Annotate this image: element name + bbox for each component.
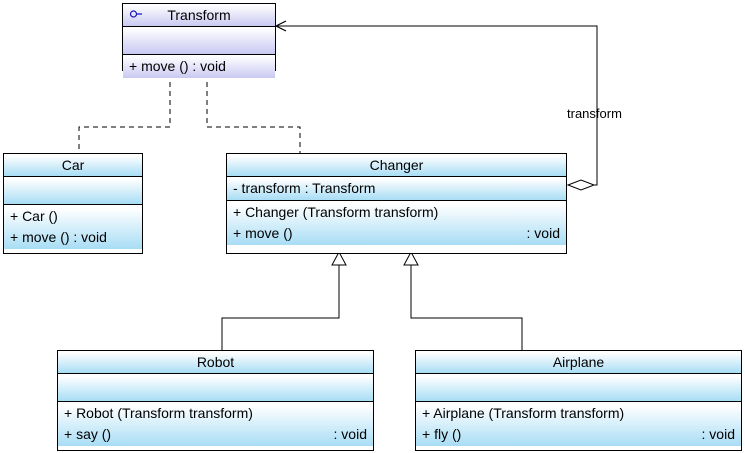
operation-signature: + move ()	[233, 225, 293, 241]
empty-attributes-row	[123, 28, 275, 53]
class-name-car-compartment: Car	[4, 154, 142, 176]
attribute-row[interactable]: - transform : Transform	[227, 178, 566, 199]
attributes-compartment-airplane	[416, 373, 741, 401]
attributes-compartment-changer: - transform : Transform	[227, 176, 566, 200]
attributes-compartment-transform	[123, 26, 275, 54]
operation-signature: + Changer (Transform transform)	[233, 204, 439, 220]
aggregation-changer-to-transform	[274, 20, 598, 191]
class-box-airplane[interactable]: Airplane + Airplane (Transform transform…	[415, 350, 742, 451]
class-name-airplane-compartment: Airplane	[416, 351, 741, 373]
operation-signature: + Car ()	[10, 208, 58, 224]
class-name-airplane: Airplane	[552, 354, 605, 370]
operation-return-type: : void	[526, 225, 560, 241]
operations-compartment-transform: + move () : void	[123, 54, 275, 78]
class-box-car[interactable]: Car + Car () + move () : void	[3, 153, 143, 254]
operation-signature: + Robot (Transform transform)	[64, 405, 253, 421]
operation-signature: + Airplane (Transform transform)	[422, 405, 625, 421]
operations-compartment-changer: + Changer (Transform transform) + move (…	[227, 200, 566, 245]
operation-return-type: : void	[333, 426, 367, 442]
operation-row[interactable]: + move () : void	[227, 223, 566, 244]
operations-compartment-robot: + Robot (Transform transform) + say () :…	[58, 401, 373, 446]
operation-row[interactable]: + fly () : void	[416, 424, 741, 445]
attribute-signature: - transform : Transform	[233, 180, 376, 196]
class-name-robot-compartment: Robot	[58, 351, 373, 373]
operation-signature: + move () : void	[10, 229, 107, 245]
operation-signature: + move () : void	[129, 58, 226, 74]
empty-attributes-row	[4, 178, 142, 203]
class-name-changer-compartment: Changer	[227, 154, 566, 176]
association-label-transform: transform	[567, 106, 622, 121]
operation-row[interactable]: + move () : void	[123, 56, 275, 77]
class-name-changer: Changer	[369, 157, 424, 173]
empty-attributes-row	[58, 375, 373, 400]
class-name-transform: Transform	[167, 7, 231, 23]
operation-signature: + say ()	[64, 426, 112, 442]
attributes-compartment-car	[4, 176, 142, 204]
operations-compartment-car: + Car () + move () : void	[4, 204, 142, 249]
generalization-robot-to-changer	[221, 250, 347, 350]
operation-row[interactable]: + say () : void	[58, 424, 373, 445]
operation-row[interactable]: + Airplane (Transform transform)	[416, 403, 741, 424]
operation-signature: + fly ()	[422, 426, 462, 442]
class-box-transform[interactable]: Transform + move () : void	[122, 3, 276, 78]
attributes-compartment-robot	[58, 373, 373, 401]
class-name-transform-compartment: Transform	[123, 4, 275, 26]
operation-row[interactable]: + Changer (Transform transform)	[227, 202, 566, 223]
operation-row[interactable]: + Car ()	[4, 206, 142, 227]
operation-row[interactable]: + Robot (Transform transform)	[58, 403, 373, 424]
interface-lollipop-icon	[129, 10, 142, 18]
class-name-car: Car	[61, 157, 85, 173]
generalization-airplane-to-changer	[403, 250, 523, 350]
class-box-changer[interactable]: Changer - transform : Transform + Change…	[226, 153, 567, 254]
operations-compartment-airplane: + Airplane (Transform transform) + fly (…	[416, 401, 741, 446]
class-name-robot: Robot	[196, 354, 235, 370]
operation-return-type: : void	[701, 426, 735, 442]
empty-attributes-row	[416, 375, 741, 400]
operation-row[interactable]: + move () : void	[4, 227, 142, 248]
class-box-robot[interactable]: Robot + Robot (Transform transform) + sa…	[57, 350, 374, 451]
